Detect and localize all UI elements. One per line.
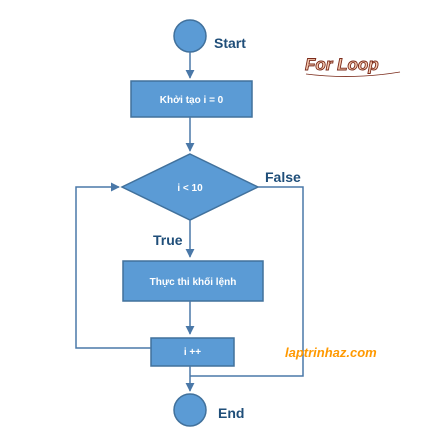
body-label: Thực thi khối lệnh	[150, 276, 237, 288]
end-node	[173, 393, 207, 427]
edge-false-branch	[190, 186, 304, 377]
start-node	[173, 19, 207, 53]
true-edge-label: True	[153, 232, 183, 248]
watermark-text: laptrinhaz.com	[285, 345, 377, 360]
start-label: Start	[214, 35, 246, 51]
init-label: Khởi tạo i = 0	[160, 95, 224, 106]
edge-loop-back	[75, 182, 151, 349]
condition-label: i < 10	[177, 183, 203, 194]
body-node	[122, 260, 264, 302]
diagram-title: For Loop	[305, 55, 379, 74]
init-node	[130, 80, 253, 118]
increment-label: i ++	[184, 347, 201, 358]
end-label: End	[218, 405, 244, 421]
false-edge-label: False	[265, 169, 301, 185]
increment-node	[150, 337, 235, 367]
title-underline	[305, 71, 401, 77]
